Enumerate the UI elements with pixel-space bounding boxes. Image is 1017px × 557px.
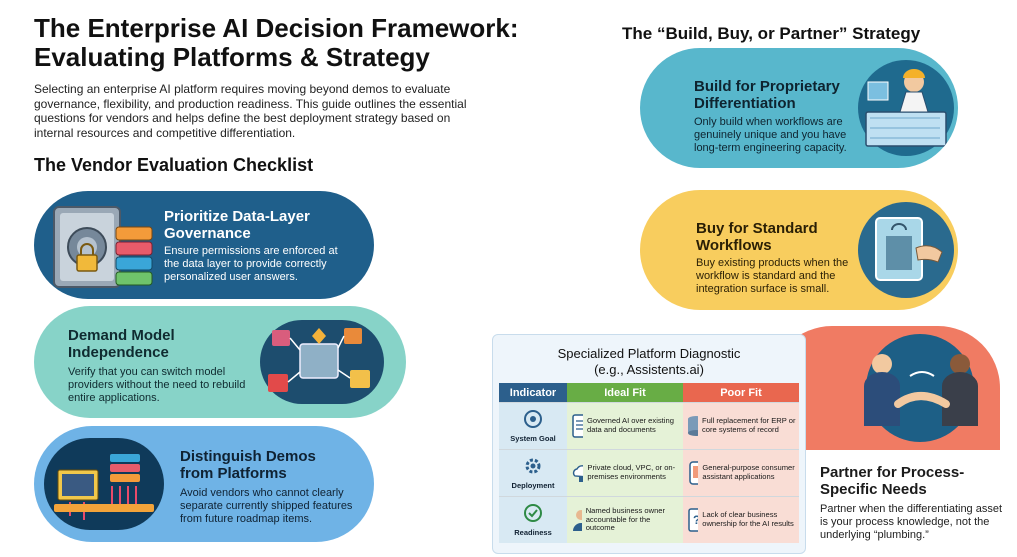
person-icon bbox=[573, 510, 582, 531]
table-header-row: Indicator Ideal Fit Poor Fit bbox=[499, 383, 799, 403]
indicator-label: Readiness bbox=[514, 527, 552, 537]
question-doc-icon: ? bbox=[688, 508, 699, 532]
phone-icon bbox=[689, 461, 699, 485]
handshake-icon bbox=[864, 334, 978, 442]
strategy-buy-body: Buy existing products when the workflow … bbox=[696, 257, 849, 295]
diagnostic-subtitle: (e.g., Assistents.ai) bbox=[594, 362, 704, 377]
ideal-fit-text: Governed AI over existing data and docum… bbox=[586, 416, 674, 434]
indicator-label: System Goal bbox=[510, 433, 556, 443]
intro-text: Selecting an enterprise AI platform requ… bbox=[34, 82, 467, 140]
circuit-platform-icon bbox=[44, 438, 164, 530]
column-header-indicator: Indicator bbox=[499, 383, 567, 403]
poor-fit-text: Full replacement for ERP or core systems… bbox=[701, 416, 796, 434]
strategy-build: Build for Proprietary Differentiation On… bbox=[640, 48, 958, 168]
table-row: Readiness Named business owner accountab… bbox=[499, 496, 799, 543]
table-row: Deployment Private cloud, VPC, or on-pre… bbox=[499, 449, 799, 497]
cloud-icon bbox=[572, 465, 584, 482]
checklist-title: The Vendor Evaluation Checklist bbox=[34, 155, 314, 175]
checklist-item-body: Avoid vendors who cannot clearly separat… bbox=[180, 487, 353, 525]
engineer-blueprint-icon bbox=[858, 60, 954, 156]
hand-package-icon bbox=[858, 202, 954, 298]
strategy-partner-body: Partner when the differentiating asset i… bbox=[820, 503, 1003, 541]
strategy-partner-band bbox=[770, 326, 1000, 450]
svg-text:?: ? bbox=[693, 513, 698, 527]
strategy-build-body: Only build when workflows are genuinely … bbox=[694, 116, 847, 154]
server-lock-icon bbox=[53, 206, 153, 288]
page-title: The Enterprise AI Decision Framework: Ev… bbox=[34, 14, 554, 72]
database-x-icon bbox=[688, 416, 698, 436]
modular-cubes-icon bbox=[260, 320, 384, 404]
poor-fit-text: General-purpose consumer assistant appli… bbox=[702, 463, 795, 481]
ideal-fit-text: Private cloud, VPC, or on-premises envir… bbox=[587, 463, 676, 481]
platform-diagnostic-card: Specialized Platform Diagnostic (e.g., A… bbox=[492, 334, 806, 554]
table-row: System Goal Governed AI over existing da… bbox=[499, 402, 799, 450]
page-title-line1: The Enterprise AI Decision Framework: bbox=[34, 13, 519, 43]
indicator-label: Deployment bbox=[511, 480, 555, 490]
diagnostic-title: Specialized Platform Diagnostic bbox=[557, 346, 741, 361]
checklist-item-demos-vs-platforms: Distinguish Demos from Platforms Avoid v… bbox=[34, 426, 374, 542]
checklist-item-body: Ensure permissions are enforced at the d… bbox=[164, 245, 338, 283]
checklist-item-body: Verify that you can switch model provide… bbox=[68, 366, 246, 404]
strategy-partner-heading: Partner for Process-Specific Needs bbox=[820, 464, 965, 498]
checklist-item-heading: Demand Model Independence bbox=[68, 327, 175, 361]
column-header-ideal-fit: Ideal Fit bbox=[567, 383, 683, 403]
checklist-item-model-independence: Demand Model Independence Verify that yo… bbox=[34, 306, 406, 418]
gear-icon bbox=[525, 458, 541, 473]
strategy-buy: Buy for Standard Workflows Buy existing … bbox=[640, 190, 958, 310]
page-title-line2: Evaluating Platforms & Strategy bbox=[34, 42, 430, 72]
checklist-item-governance: Prioritize Data-Layer Governance Ensure … bbox=[34, 191, 374, 299]
diagnostic-table: Indicator Ideal Fit Poor Fit System Goal… bbox=[499, 383, 799, 543]
ideal-fit-text: Named business owner accountable for the… bbox=[585, 506, 666, 533]
checklist-item-heading: Prioritize Data-Layer Governance bbox=[164, 208, 310, 242]
poor-fit-text: Lack of clear business ownership for the… bbox=[702, 510, 794, 528]
check-circle-icon bbox=[524, 503, 542, 522]
column-header-poor-fit: Poor Fit bbox=[683, 383, 799, 403]
strategy-title: The “Build, Buy, or Partner” Strategy bbox=[622, 24, 921, 43]
target-icon bbox=[524, 409, 542, 428]
checklist-item-heading: Distinguish Demos from Platforms bbox=[180, 448, 316, 482]
strategy-buy-heading: Buy for Standard Workflows bbox=[696, 220, 818, 254]
document-icon bbox=[572, 414, 583, 438]
strategy-build-heading: Build for Proprietary Differentiation bbox=[694, 78, 840, 112]
